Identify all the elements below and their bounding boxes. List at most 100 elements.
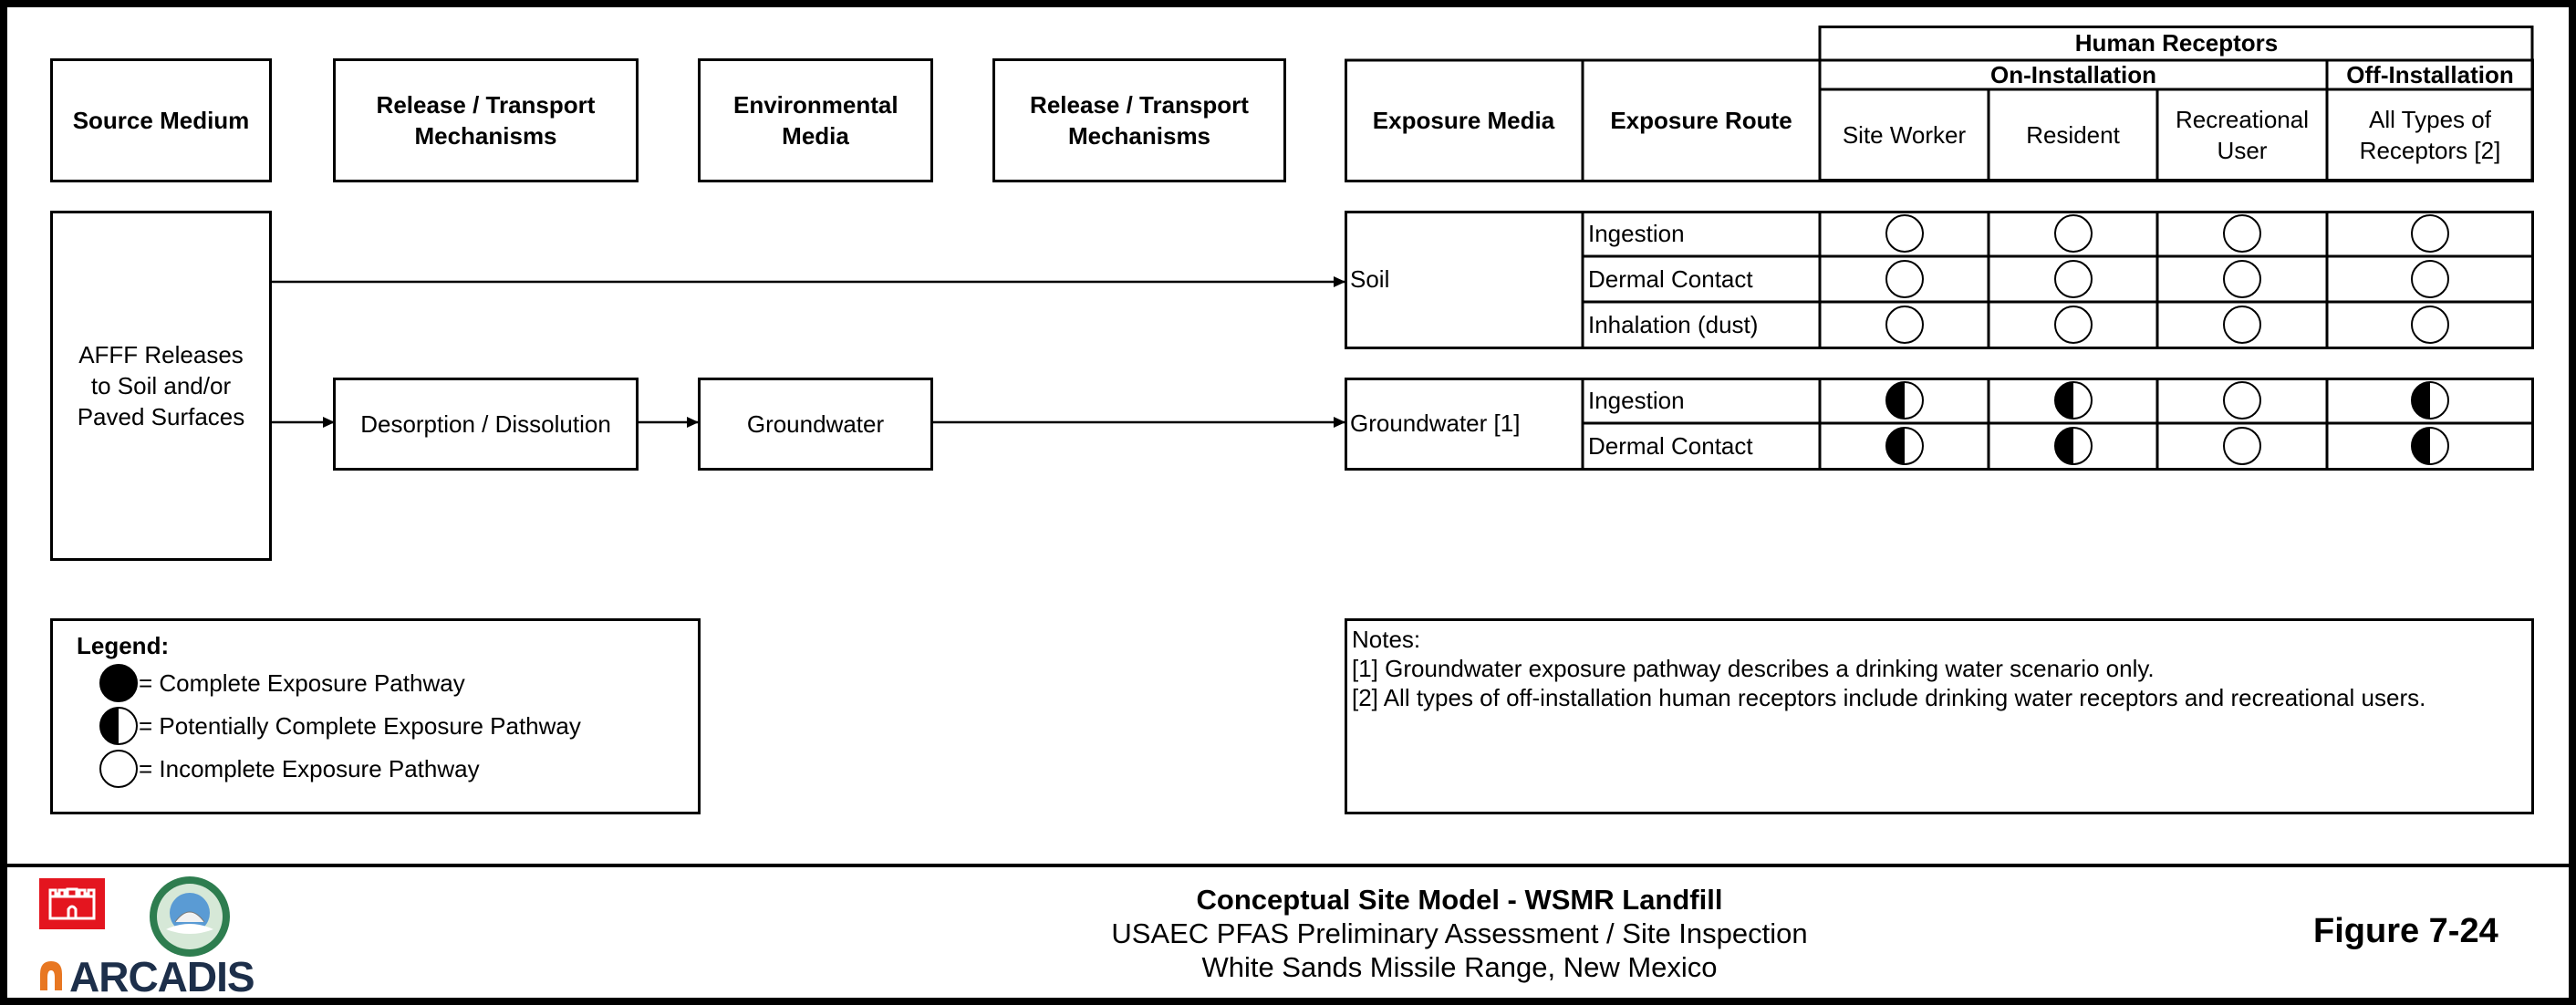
pathway-incomplete-icon xyxy=(2223,427,2261,465)
exposure-route-label: Ingestion xyxy=(1588,386,1685,414)
pathway-potential-icon xyxy=(2411,427,2449,465)
exposure-header-table: Exposure Media Exposure Route Human Rece… xyxy=(1345,26,2534,182)
note-2: [2] All types of off-installation human … xyxy=(1352,684,2426,711)
receptor-pathway-cell xyxy=(1989,302,2157,347)
pathway-potential-icon xyxy=(2053,427,2093,465)
header-receptor-site-worker: Site Worker xyxy=(1842,121,1967,149)
pathway-complete-icon xyxy=(99,664,138,702)
pathway-incomplete-icon xyxy=(1885,214,1924,253)
legend-title: Legend: xyxy=(77,632,170,659)
header-source-medium-text: Source Medium xyxy=(72,107,250,134)
exposure-media-label: Groundwater [1] xyxy=(1350,409,1521,437)
exposure-table-grid xyxy=(1345,378,2534,471)
header-release-transport-2-text: Release / Transport Mechanisms xyxy=(1030,91,1249,150)
receptor-pathway-cell xyxy=(2327,211,2533,256)
pathway-incomplete-icon xyxy=(2223,306,2261,344)
header-off-installation: Off-Installation xyxy=(2346,61,2514,88)
source-box-text: AFFF Releases to Soil and/or Paved Surfa… xyxy=(77,341,245,430)
receptor-pathway-cell xyxy=(2327,378,2533,423)
receptor-pathway-cell xyxy=(2157,423,2327,469)
receptor-pathway-cell xyxy=(1989,423,2157,469)
header-receptor-all-types-text: All Types of Receptors [2] xyxy=(2359,106,2501,164)
header-environmental-media-text: Environmental Media xyxy=(733,91,898,150)
mechanism-box: Desorption / Dissolution xyxy=(333,378,639,471)
usaec-seal-logo xyxy=(148,875,232,958)
pathway-potential-icon xyxy=(2053,381,2093,420)
pathway-incomplete-icon xyxy=(1885,306,1924,344)
pathway-potential-icon xyxy=(1885,427,1924,465)
arcadis-logo-text: ARCADIS xyxy=(69,953,255,1000)
usace-castle-logo xyxy=(39,878,105,929)
pathway-incomplete-icon xyxy=(2411,306,2449,344)
notes-box: Notes: [1] Groundwater exposure pathway … xyxy=(1345,618,2534,814)
header-release-transport-2: Release / Transport Mechanisms xyxy=(992,58,1286,182)
legend-item: = Incomplete Exposure Pathway xyxy=(99,749,480,789)
receptor-pathway-cell xyxy=(2157,302,2327,347)
header-receptor-all-types: All Types of Receptors [2] xyxy=(2327,89,2533,181)
header-human-receptors: Human Receptors xyxy=(2074,29,2279,57)
exposure-route-label: Ingestion xyxy=(1588,219,1685,247)
header-release-transport-1-text: Release / Transport Mechanisms xyxy=(376,91,596,150)
source-box: AFFF Releases to Soil and/or Paved Surfa… xyxy=(50,211,272,561)
header-receptor-recreational-user: Recreational User xyxy=(2157,89,2327,181)
environmental-medium-box: Groundwater xyxy=(698,378,933,471)
header-source-medium: Source Medium xyxy=(50,58,272,182)
exposure-header-grid xyxy=(1345,26,2534,182)
mechanism-box-text: Desorption / Dissolution xyxy=(360,410,611,438)
receptor-pathway-cell xyxy=(1820,302,1989,347)
figure-subtitle-2: White Sands Missile Range, New Mexico xyxy=(1201,951,1718,983)
exposure-table-grid xyxy=(1345,211,2534,349)
pathway-incomplete-icon xyxy=(2411,214,2449,253)
legend-item-label: = Complete Exposure Pathway xyxy=(139,668,465,697)
pathway-incomplete-icon xyxy=(2053,306,2093,344)
legend-item-label: = Incomplete Exposure Pathway xyxy=(139,754,480,782)
receptor-pathway-cell xyxy=(1820,423,1989,469)
pathway-potential-icon xyxy=(1885,381,1924,420)
legend-box: Legend: = Complete Exposure Pathway = Pot… xyxy=(50,618,701,814)
pathway-incomplete-icon xyxy=(2223,214,2261,253)
receptor-pathway-cell xyxy=(2157,211,2327,256)
header-exposure-route: Exposure Route xyxy=(1610,107,1792,134)
notes-title: Notes: xyxy=(1352,626,1421,653)
header-receptor-recreational-user-text: Recreational User xyxy=(2176,106,2309,164)
pathway-incomplete-icon xyxy=(2411,260,2449,298)
arcadis-mark-icon xyxy=(36,959,66,990)
exposure-route-label: Dermal Contact xyxy=(1588,431,1753,460)
figure-title: Conceptual Site Model - WSMR Landfill xyxy=(1196,884,1723,916)
receptor-pathway-cell xyxy=(2327,256,2533,302)
header-exposure-media: Exposure Media xyxy=(1372,107,1555,134)
environmental-medium-box-text: Groundwater xyxy=(746,410,885,438)
pathway-incomplete-icon xyxy=(99,750,138,788)
receptor-pathway-cell xyxy=(1989,378,2157,423)
receptor-pathway-cell xyxy=(1820,256,1989,302)
figure-subtitle-1: USAEC PFAS Preliminary Assessment / Site… xyxy=(1111,917,1808,949)
receptor-pathway-cell xyxy=(1820,211,1989,256)
pathway-incomplete-icon xyxy=(2053,260,2093,298)
header-environmental-media: Environmental Media xyxy=(698,58,933,182)
header-on-installation: On-Installation xyxy=(1990,61,2156,88)
header-release-transport-1: Release / Transport Mechanisms xyxy=(333,58,639,182)
exposure-route-label: Dermal Contact xyxy=(1588,264,1753,293)
legend-item: = Potentially Complete Exposure Pathway xyxy=(99,706,581,746)
seal-icon xyxy=(150,876,230,957)
receptor-pathway-cell xyxy=(2157,256,2327,302)
pathway-potential-icon xyxy=(99,707,138,745)
receptor-pathway-cell xyxy=(1989,256,2157,302)
receptor-pathway-cell xyxy=(1820,378,1989,423)
receptor-pathway-cell xyxy=(2327,302,2533,347)
receptor-pathway-cell xyxy=(2157,378,2327,423)
legend-item-label: = Potentially Complete Exposure Pathway xyxy=(139,711,581,740)
figure-number: Figure 7-24 xyxy=(2313,912,2498,950)
pathway-incomplete-icon xyxy=(2223,260,2261,298)
castle-icon xyxy=(48,887,96,920)
legend-item: = Complete Exposure Pathway xyxy=(99,663,465,703)
pathway-incomplete-icon xyxy=(2053,214,2093,253)
exposure-route-label: Inhalation (dust) xyxy=(1588,310,1759,338)
header-receptor-resident: Resident xyxy=(2026,121,2120,149)
note-1: [1] Groundwater exposure pathway describ… xyxy=(1352,655,2155,682)
arcadis-flame-icon xyxy=(40,961,62,990)
